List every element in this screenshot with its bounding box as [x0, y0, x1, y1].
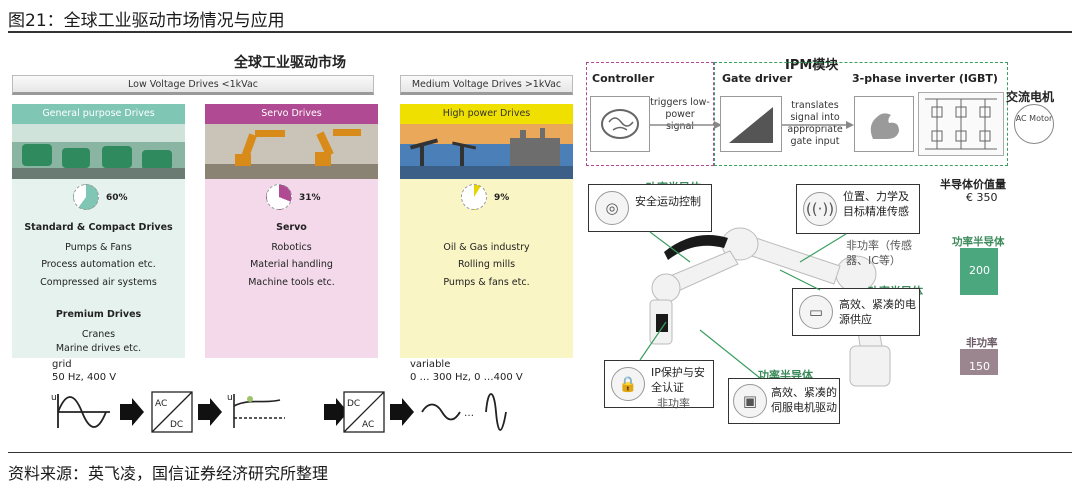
callout-4-text: IP保护与安全认证: [651, 365, 713, 395]
brain-icon: [591, 97, 649, 151]
motor-label: 交流电机: [1006, 88, 1054, 105]
arm-strength-icon: [855, 97, 913, 151]
callout-2-text: 位置、力学及目标精准传感: [843, 189, 917, 219]
callout-5-text: 高效、紧凑的伺服电机驱动: [771, 385, 839, 415]
column-header: High power Drives: [400, 104, 573, 124]
callout-power-supply: ▭ 高效、紧凑的电源供应: [792, 288, 920, 336]
column-header: General purpose Drives: [12, 104, 185, 124]
column-item: Marine drives etc.: [12, 340, 185, 358]
callout-safe-motion: ◎ 安全运动控制: [588, 184, 712, 232]
variable-label: variable 0 … 300 Hz, 0 …400 V: [410, 358, 523, 384]
callout-sensing: ((·)) 位置、力学及目标精准传感: [796, 184, 920, 234]
sensor-icon: ((·)): [803, 192, 837, 226]
dcac-bottom: AC: [362, 420, 374, 430]
ramp-icon: [721, 97, 781, 151]
acdc-bottom: DC: [170, 420, 183, 430]
battery-icon: ▭: [799, 295, 833, 329]
grid-label: grid 50 Hz, 400 V: [52, 358, 116, 384]
callout-3-text: 高效、紧凑的电源供应: [839, 297, 917, 327]
pumps-image: [12, 124, 185, 179]
callout-4-note: 非功率: [657, 395, 690, 411]
low-voltage-band: Low Voltage Drives <1kVac: [12, 75, 374, 95]
callout-ip-protection: 🔒 IP保护与安全认证 非功率: [604, 360, 714, 408]
column-item: Material handling: [205, 256, 378, 274]
share-pie: [266, 184, 292, 210]
factory-photo: [12, 124, 185, 179]
column-item: Process automation etc.: [12, 256, 185, 274]
column-item: Oil & Gas industry: [400, 239, 573, 257]
share-percent: 9%: [494, 193, 509, 203]
column-heading: Standard & Compact Drives: [12, 222, 185, 233]
callout-2-note: 非功率（传感器、IC等）: [846, 238, 922, 268]
inverter-label: 3-phase inverter (IGBT): [852, 72, 998, 85]
controller-label: Controller: [592, 72, 654, 85]
share-percent: 31%: [299, 193, 321, 203]
column-high-power: High power Drives 9% Oil & Gas industry …: [400, 104, 573, 358]
column-item: Machine tools etc.: [205, 274, 378, 292]
arrow-2: [782, 120, 854, 130]
column-heading-2: Premium Drives: [12, 309, 185, 320]
dcac-top: DC: [347, 399, 360, 409]
column-heading: Servo: [205, 222, 378, 233]
oil-photo: [400, 124, 573, 179]
value-bar-title: 半导体价值量: [940, 176, 1006, 192]
callout-servo-drive: ▣ 高效、紧凑的伺服电机驱动: [728, 378, 840, 424]
svg-text:…: …: [464, 408, 474, 419]
robot-image: [205, 124, 378, 179]
column-item: Pumps & Fans: [12, 239, 185, 257]
igbt-circuit: [918, 92, 1004, 156]
acdc-top: AC: [155, 399, 167, 409]
gate-driver-label: Gate driver: [722, 72, 792, 85]
top-rule: [8, 31, 1072, 33]
oil-rig-image: [400, 124, 573, 179]
medium-voltage-band: Medium Voltage Drives >1kVac: [400, 75, 573, 95]
robot-photo: [205, 124, 378, 179]
igbt-bridge-icon: [919, 93, 1003, 155]
source-note: 资料来源：英飞凌，国信证券经济研究所整理: [8, 460, 328, 484]
bottom-rule: [8, 452, 1072, 453]
svg-text:u: u: [51, 393, 57, 403]
brain-box: [590, 96, 650, 152]
gate-box: [720, 96, 782, 152]
nonpower-label: 非功率: [966, 335, 998, 350]
drive-board-icon: ▣: [733, 384, 767, 418]
share-pie: [461, 184, 487, 210]
drive-schematic: u AC DC u DC AC …: [40, 388, 540, 438]
power-label: 功率半导体: [952, 234, 1005, 249]
ac-motor-icon: AC Motor: [1014, 104, 1054, 144]
share-pie: [73, 184, 99, 210]
share-percent: 60%: [106, 193, 128, 203]
column-header: Servo Drives: [205, 104, 378, 124]
muscle-box: [854, 96, 914, 152]
column-item: Pumps & fans etc.: [400, 274, 573, 292]
figure-title: 图21：全球工业驱动市场情况与应用: [8, 6, 285, 31]
column-item: Robotics: [205, 239, 378, 257]
column-servo: Servo Drives 31% Servo Robotics Material…: [205, 104, 378, 358]
column-item: Compressed air systems: [12, 274, 185, 292]
column-item: Rolling mills: [400, 256, 573, 274]
power-value: 200: [969, 264, 990, 277]
callout-1-text: 安全运动控制: [635, 194, 709, 209]
value-bar-total: € 350: [966, 191, 998, 204]
safe-motion-icon: ◎: [595, 191, 629, 225]
column-general-purpose: General purpose Drives 60% Standard & Co…: [12, 104, 185, 358]
lock-icon: 🔒: [611, 367, 645, 401]
svg-text:u: u: [227, 393, 233, 403]
arrow-1: [650, 120, 722, 130]
nonpower-value: 150: [969, 360, 990, 373]
market-title: 全球工业驱动市场: [170, 52, 410, 72]
